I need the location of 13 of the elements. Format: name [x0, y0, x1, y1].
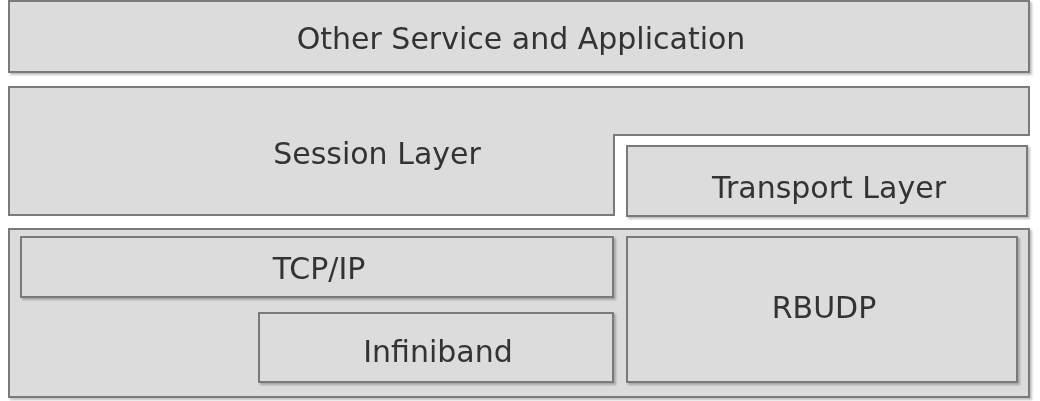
layer-box	[626, 145, 1028, 217]
protocol-box	[20, 236, 614, 298]
protocol-box	[626, 236, 1018, 383]
layer-label: Transport Layer	[712, 169, 946, 205]
layer-label: RBUDP	[771, 289, 877, 325]
protocol-box	[258, 312, 614, 383]
layer-label: Other Service and Application	[296, 20, 746, 56]
layer-label: Infiniband	[363, 333, 513, 369]
layer-label: TCP/IP	[272, 250, 366, 286]
stack-container	[8, 228, 1030, 398]
layer-box	[8, 0, 1030, 73]
layer-box	[8, 86, 1030, 216]
layer-label: Session Layer	[273, 135, 481, 171]
